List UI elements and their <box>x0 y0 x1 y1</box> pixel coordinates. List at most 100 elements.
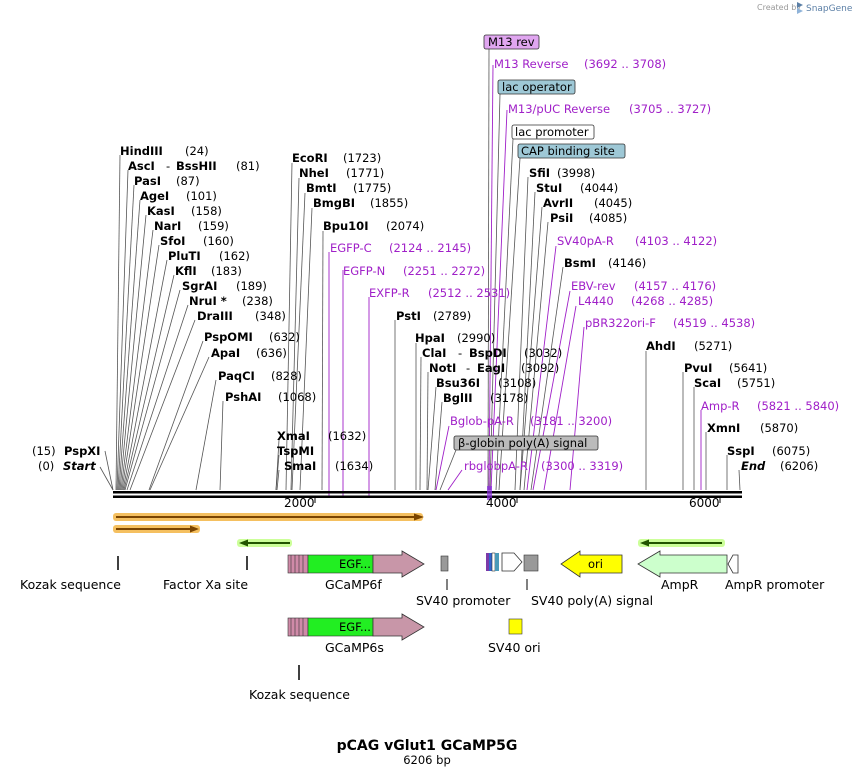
site-paqci[interactable]: PaqCI (828) <box>218 369 302 383</box>
site-sfii[interactable]: SfiI (3998) <box>529 166 595 180</box>
site-smai[interactable]: SmaI (1634) <box>284 459 373 473</box>
site-sspi[interactable]: SspI (6075) <box>727 444 810 458</box>
primer-l4440[interactable]: L4440 (4268 .. 4285) <box>578 294 713 308</box>
feature-gcamp6s[interactable]: EGF... GCaMP6s <box>287 613 425 655</box>
site-hpai[interactable]: HpaI (2990) <box>415 331 495 345</box>
svg-text:XmaI: XmaI <box>277 429 310 443</box>
feature-ampr[interactable]: AmpR <box>637 550 728 592</box>
site-clai-bspdi[interactable]: ClaI - BspDI (3032) <box>422 346 562 360</box>
svg-text:ApaI: ApaI <box>211 346 240 360</box>
primer-m13-reverse[interactable]: M13 Reverse (3692 .. 3708) <box>494 57 666 71</box>
svg-text:(3178): (3178) <box>490 391 528 405</box>
svg-text:PvuI: PvuI <box>684 361 712 375</box>
site-pasi[interactable]: PasI (87) <box>134 174 200 188</box>
feature-sv40-ori[interactable]: SV40 ori <box>488 618 541 655</box>
site-bmti[interactable]: BmtI (1775) <box>306 181 391 195</box>
feature-lines <box>439 48 521 491</box>
site-nhei[interactable]: NheI (1771) <box>299 166 384 180</box>
orf-reverse-green-right[interactable] <box>638 539 725 547</box>
site-psti[interactable]: PstI (2789) <box>396 309 471 323</box>
primer-egfp-n[interactable]: EGFP-N (2251 .. 2272) <box>343 264 485 278</box>
svg-text:KflI: KflI <box>175 264 197 278</box>
svg-text:Bpu10I: Bpu10I <box>323 219 368 233</box>
svg-text:(636): (636) <box>256 346 287 360</box>
primer-sv40pa-r[interactable]: SV40pA-R (4103 .. 4122) <box>557 234 717 248</box>
site-scai[interactable]: ScaI (5751) <box>694 376 775 390</box>
site-avrii[interactable]: AvrII (4045) <box>543 196 632 210</box>
site-kfli[interactable]: KflI (183) <box>175 264 242 278</box>
svg-text:(158): (158) <box>191 204 222 218</box>
site-asci-bsshii[interactable]: AscI - BssHII (81) <box>128 159 260 173</box>
svg-text:End: End <box>741 459 766 473</box>
box-beta-globin-polya[interactable]: β-globin poly(A) signal <box>453 435 599 451</box>
site-pspomi[interactable]: PspOMI (632) <box>204 330 300 344</box>
credit-text: Created by <box>757 3 801 12</box>
site-bsmi[interactable]: BsmI (4146) <box>564 256 646 270</box>
feature-cluster-4000[interactable] <box>486 552 523 572</box>
site-pvui[interactable]: PvuI (5641) <box>684 361 767 375</box>
site-pluti[interactable]: PluTI (162) <box>168 249 250 263</box>
feature-sv40-promoter-marker[interactable] <box>440 555 449 572</box>
orf-short-arrow[interactable] <box>113 525 200 533</box>
primer-rbglobpa-r[interactable]: rbglobpA-R (3300 .. 3319) <box>464 459 623 473</box>
svg-text:(162): (162) <box>219 249 250 263</box>
box-lac-operator[interactable]: lac operator <box>497 79 576 95</box>
svg-text:NarI: NarI <box>154 219 181 233</box>
feature-gcamp6f[interactable]: EGF... GCaMP6f <box>287 550 425 592</box>
box-m13-rev[interactable]: M13 rev <box>483 34 540 50</box>
site-ecori[interactable]: EcoRI (1723) <box>292 151 381 165</box>
site-nari[interactable]: NarI (159) <box>154 219 229 233</box>
site-noti-eagi[interactable]: NotI - EagI (3092) <box>429 361 559 375</box>
site-hindiii[interactable]: HindIII (24) <box>120 144 209 158</box>
site-stui[interactable]: StuI (4044) <box>536 181 618 195</box>
site-apai[interactable]: ApaI (636) <box>211 346 287 360</box>
feature-ampr-promoter[interactable]: AmpR promoter <box>725 554 825 592</box>
gcamp6f-label: GCaMP6f <box>325 577 382 592</box>
box-cap-binding-site[interactable]: CAP binding site <box>517 143 626 159</box>
primer-bglob-pa-r[interactable]: Bglob-pA-R (3181 .. 3200) <box>450 414 612 428</box>
site-tspmi[interactable]: TspMI <box>277 444 314 458</box>
site-nrui[interactable]: NruI * (238) <box>189 294 273 308</box>
site-ahdi[interactable]: AhdI (5271) <box>646 339 732 353</box>
feature-kozak-1[interactable]: Kozak sequence <box>20 556 121 592</box>
svg-text:DraIII: DraIII <box>197 309 233 323</box>
site-bsu36i[interactable]: Bsu36I (3108) <box>436 376 536 390</box>
middle-site-lines <box>285 162 443 491</box>
site-xmai[interactable]: XmaI (1632) <box>277 429 366 443</box>
site-bglii[interactable]: BglII (3178) <box>443 391 528 405</box>
svg-text:(2251 .. 2272): (2251 .. 2272) <box>403 264 485 278</box>
site-kasi[interactable]: KasI (158) <box>147 204 222 218</box>
orf-reverse-green-left[interactable] <box>237 539 292 547</box>
site-sgrai[interactable]: SgrAI (189) <box>182 279 267 293</box>
svg-text:L4440: L4440 <box>578 294 614 308</box>
site-draiii[interactable]: DraIII (348) <box>197 309 286 323</box>
orf-long-arrow[interactable] <box>113 513 424 521</box>
feature-sv40-polya[interactable]: SV40 promoter SV40 poly(A) signal <box>416 554 653 608</box>
primer-ebv-rev[interactable]: EBV-rev (4157 .. 4176) <box>571 279 716 293</box>
site-psii[interactable]: PsiI (4085) <box>550 211 627 225</box>
primer-amp-r[interactable]: Amp-R (5821 .. 5840) <box>701 399 839 413</box>
primer-pbr322ori-f[interactable]: pBR322ori-F (4519 .. 4538) <box>585 316 755 330</box>
feature-kozak-2[interactable]: Kozak sequence <box>249 665 350 702</box>
primer-egfp-c[interactable]: EGFP-C (2124 .. 2145) <box>330 241 471 255</box>
gcamp6s-egfp-label: EGF... <box>339 620 371 634</box>
site-pspxi[interactable]: (15) PspXI <box>32 444 100 458</box>
feature-factor-xa[interactable]: Factor Xa site <box>163 556 248 592</box>
feature-ori[interactable]: ori <box>560 550 623 578</box>
svg-text:pBR322ori-F: pBR322ori-F <box>585 316 656 330</box>
svg-text:StuI: StuI <box>536 181 562 195</box>
svg-text:BmgBI: BmgBI <box>313 196 355 210</box>
primer-exfp-r[interactable]: EXFP-R (2512 .. 2531) <box>369 286 510 300</box>
site-agei[interactable]: AgeI (101) <box>140 189 217 203</box>
site-bmgbi[interactable]: BmgBI (1855) <box>313 196 408 210</box>
site-pshai[interactable]: PshAI (1068) <box>225 390 316 404</box>
svg-text:(3108): (3108) <box>498 376 536 390</box>
svg-text:M13 Reverse: M13 Reverse <box>494 57 568 71</box>
site-xmni[interactable]: XmnI (5870) <box>707 421 798 435</box>
axis-tick-4000: 4000 <box>486 496 517 510</box>
brand-text: SnapGene <box>806 4 853 14</box>
box-lac-promoter[interactable]: lac promoter <box>511 124 595 140</box>
site-sfoi[interactable]: SfoI (160) <box>160 234 234 248</box>
site-bpu10i[interactable]: Bpu10I (2074) <box>323 219 424 233</box>
primer-m13-puc-reverse[interactable]: M13/pUC Reverse (3705 .. 3727) <box>508 102 711 116</box>
